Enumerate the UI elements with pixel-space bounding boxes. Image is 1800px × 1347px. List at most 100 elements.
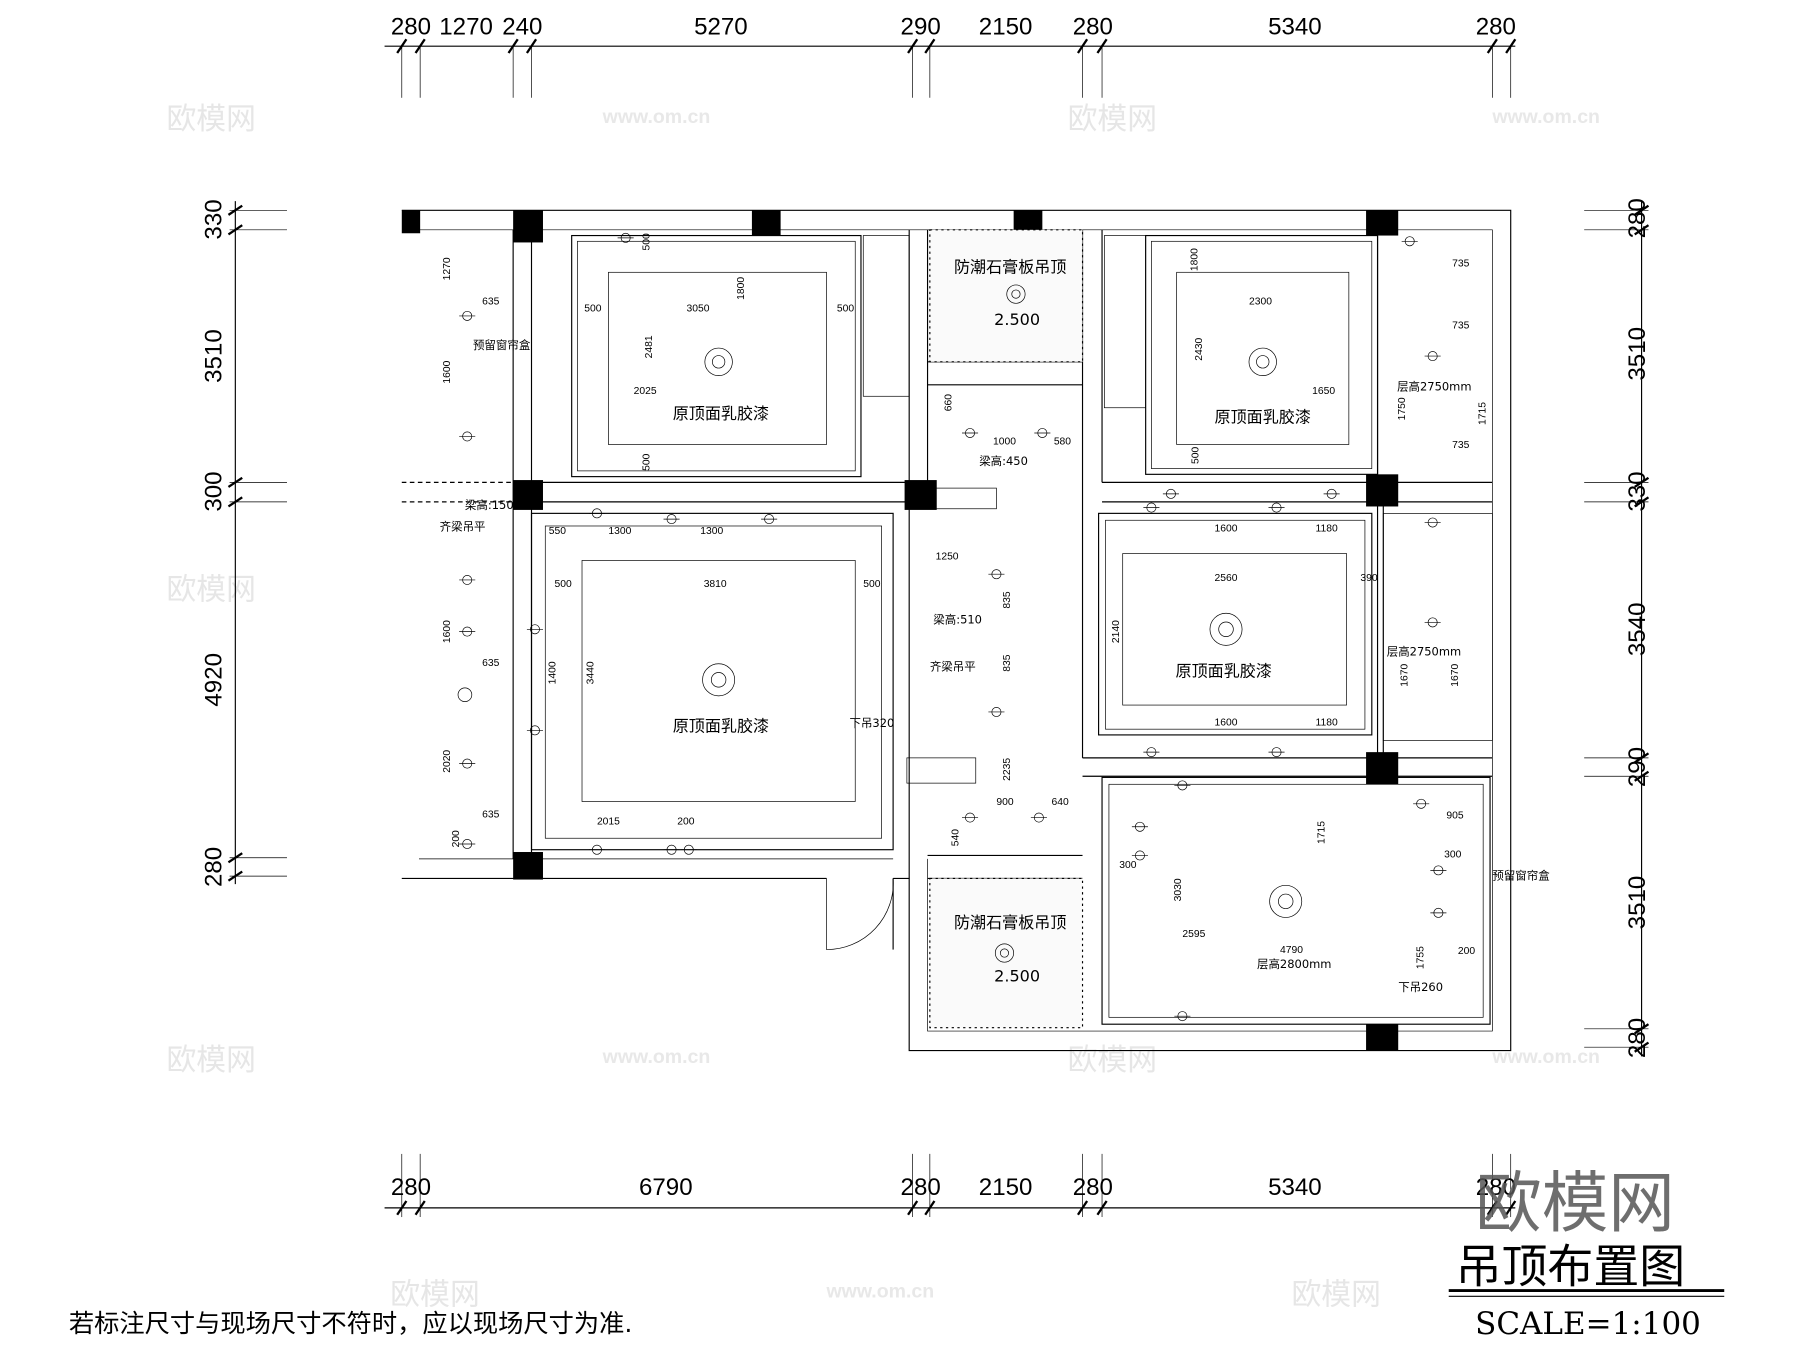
ceiling-lamp-icon	[702, 663, 736, 697]
inner-dim-label: 1650	[1312, 386, 1335, 397]
ceiling-label: 原顶面乳胶漆	[673, 404, 769, 423]
columns	[401, 210, 1399, 1051]
spotlight-icon	[457, 687, 473, 702]
drawing-title: 吊顶布置图	[1456, 1239, 1686, 1293]
inner-dim-label: 2595	[1182, 929, 1205, 940]
dim-label: 5270	[694, 14, 748, 41]
inner-dim-label: 1250	[936, 551, 959, 562]
dim-tick	[1076, 1200, 1089, 1216]
dim-tick	[1486, 1200, 1498, 1216]
dim-label: 2150	[979, 14, 1033, 41]
inner-dim-label: 735	[1452, 440, 1469, 451]
dim-label: 5340	[1268, 14, 1322, 41]
inner-dim-label: 2020	[442, 750, 453, 773]
inner-dim-label: 390	[1360, 573, 1377, 584]
inner-dim-label: 1800	[736, 277, 747, 300]
dim-tick	[414, 38, 426, 54]
dim-tick	[924, 38, 936, 54]
inner-dim-label: 2481	[644, 335, 655, 358]
watermark-logo: 欧模网	[166, 1043, 255, 1078]
dim-label: 280	[391, 1174, 431, 1201]
inner-dim-label: 1300	[608, 526, 631, 537]
dim-label: 280	[391, 14, 431, 41]
inner-dim-label: 1600	[1215, 718, 1238, 729]
watermark-url: www.om.cn	[1491, 106, 1600, 128]
level-mark: 2.500	[994, 967, 1040, 986]
inner-dim-label: 1300	[700, 526, 723, 537]
beam-label: 梁高:450	[979, 454, 1028, 468]
inner-dim-label: 635	[482, 658, 499, 669]
site-note: 若标注尺寸与现场尺寸不符时，应以现场尺寸为准.	[69, 1309, 633, 1338]
inner-dim-label: 635	[482, 296, 499, 307]
watermark-logo: 欧模网	[1291, 1277, 1380, 1312]
dim-tick	[907, 1200, 919, 1216]
curtain-box-label: 预留窗帘盒	[1492, 869, 1550, 883]
flush-label: 齐梁吊平	[930, 660, 976, 674]
dim-label: 3540	[1624, 602, 1651, 656]
dim-label: 3510	[1624, 327, 1651, 381]
dim-label: 280	[901, 1174, 941, 1201]
inner-dim-label: 3810	[704, 579, 727, 590]
inner-dim-label: 500	[837, 303, 854, 314]
drawing-scale: SCALE=1:100	[1475, 1306, 1701, 1342]
inner-dim-label: 905	[1446, 811, 1463, 822]
dim-label: 330	[201, 199, 228, 239]
watermark-url: www.om.cn	[602, 106, 711, 128]
inner-dim-label: 500	[554, 579, 571, 590]
inner-dim-label: 2560	[1215, 573, 1238, 584]
dim-label: 330	[1624, 471, 1651, 511]
watermark-url: www.om.cn	[826, 1280, 935, 1302]
dim-tick	[1634, 224, 1650, 236]
watermark-logo: 欧模网	[166, 572, 255, 607]
flush-label: 齐梁吊平	[440, 520, 486, 534]
height-label: 层高2750mm	[1387, 645, 1461, 659]
watermark-logo: 欧模网	[1068, 1043, 1157, 1078]
dim-label: 6790	[639, 1174, 693, 1201]
dim-tick	[1634, 476, 1650, 488]
dim-tick	[1096, 38, 1108, 54]
watermarks: 欧模网 www.om.cn 欧模网 www.om.cn 欧模网 欧模网 www.…	[166, 102, 1600, 1313]
ceiling-label: 原顶面乳胶漆	[673, 716, 769, 735]
inner-dim-label: 2430	[1194, 337, 1205, 360]
dim-label: 280	[1624, 1018, 1651, 1058]
light-fixtures	[457, 232, 1447, 1022]
height-label: 层高2800mm	[1257, 957, 1331, 971]
dim-label: 1270	[439, 14, 493, 41]
dim-tick	[1634, 1041, 1650, 1053]
inner-dim-label: 2015	[597, 816, 620, 827]
ceiling-label: 原顶面乳胶漆	[1215, 408, 1311, 427]
dim-tick	[1505, 38, 1517, 54]
dim-tick	[1096, 1200, 1108, 1216]
inner-dim-label: 500	[642, 453, 653, 470]
lamp-center-icon	[1256, 355, 1270, 369]
dim-tick	[227, 204, 243, 216]
inner-dim-label: 640	[1052, 797, 1069, 808]
dim-tick	[924, 1200, 936, 1216]
inner-dim-label: 635	[482, 810, 499, 821]
inner-dim-label: 2300	[1249, 296, 1272, 307]
beam-label: 梁高:510	[933, 613, 982, 627]
ceiling-lamp-icon	[994, 943, 1014, 963]
inner-dim-label: 200	[677, 816, 694, 827]
top-dimensions: 280 1270 240 5270 290 2150 280 5340 280	[391, 14, 1516, 41]
inner-dim-label: 1600	[442, 360, 453, 383]
dim-label: 290	[1624, 747, 1651, 787]
inner-dim-label: 500	[863, 579, 880, 590]
inner-dim-label: 300	[1119, 860, 1136, 871]
dim-label: 280	[1624, 198, 1651, 238]
inner-dim-label: 1270	[442, 257, 453, 280]
inner-dim-label: 1600	[1215, 524, 1238, 535]
dim-label: 3510	[201, 329, 228, 383]
curtain-box-label: 预留窗帘盒	[473, 338, 531, 352]
dimension-lines	[234, 45, 1643, 1209]
dim-tick	[396, 38, 408, 54]
dim-tick	[227, 852, 243, 864]
left-dimensions: 330 3510 300 4920 280	[201, 199, 228, 887]
dim-tick	[1486, 38, 1498, 54]
drop-label: 下吊320	[849, 716, 894, 730]
dim-tick	[507, 38, 519, 54]
inner-dim-label: 3030	[1173, 878, 1184, 901]
dim-tick	[1634, 752, 1650, 764]
